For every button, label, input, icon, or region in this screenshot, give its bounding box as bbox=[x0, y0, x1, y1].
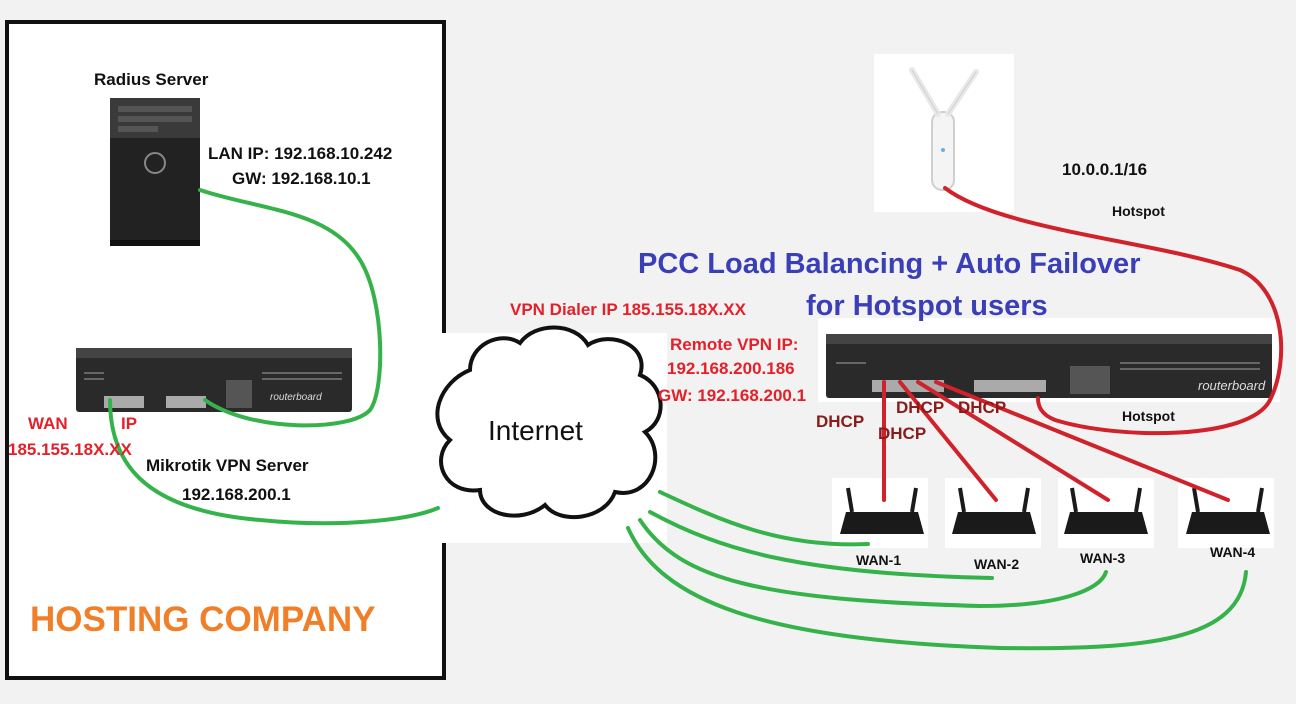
wan-3-label: WAN-3 bbox=[1080, 550, 1126, 566]
hosting-company-label: HOSTING COMPANY bbox=[30, 600, 376, 639]
title-line-1: PCC Load Balancing + Auto Failover bbox=[638, 248, 1141, 280]
gateway-label: GW: 192.168.10.1 bbox=[232, 169, 371, 188]
wan-label: WAN bbox=[28, 414, 68, 433]
wan-router-icons bbox=[840, 487, 1270, 534]
green-links bbox=[108, 188, 1248, 651]
wan-4-label: WAN-4 bbox=[1210, 544, 1256, 560]
vpn-router-brand: routerboard bbox=[270, 392, 322, 403]
dhcp-label-1: DHCP bbox=[816, 412, 865, 431]
lan-ip-label: LAN IP: 192.168.10.242 bbox=[208, 144, 393, 163]
vpn-server-router-icon bbox=[76, 348, 352, 412]
remote-vpn-gateway: GW: 192.168.200.1 bbox=[658, 386, 807, 405]
wan-2-label: WAN-2 bbox=[974, 556, 1020, 572]
wan-ip-label: 185.155.18X.XX bbox=[8, 440, 132, 459]
access-point-icon bbox=[909, 67, 979, 191]
vpn-dialer-ip: VPN Dialer IP 185.155.18X.XX bbox=[510, 300, 746, 319]
red-links bbox=[882, 186, 1284, 502]
internet-label: Internet bbox=[488, 415, 583, 446]
vpn-server-ip: 192.168.200.1 bbox=[182, 485, 291, 504]
dhcp-label-4: DHCP bbox=[958, 398, 1007, 417]
remote-vpn-ip-label: Remote VPN IP: bbox=[670, 335, 799, 354]
remote-vpn-ip: 192.168.200.186 bbox=[667, 359, 795, 378]
radius-server-title: Radius Server bbox=[94, 70, 209, 89]
hotspot-ap-label: Hotspot bbox=[1112, 203, 1165, 219]
radius-server-icon bbox=[110, 98, 200, 246]
core-router-brand: routerboard bbox=[1198, 378, 1266, 393]
internet-cloud-icon bbox=[435, 325, 663, 519]
dhcp-label-2: DHCP bbox=[878, 424, 927, 443]
wan-1-label: WAN-1 bbox=[856, 552, 902, 568]
title-line-2: for Hotspot users bbox=[806, 290, 1048, 322]
ip-label: IP bbox=[121, 414, 138, 433]
hotspot-port-label: Hotspot bbox=[1122, 408, 1175, 424]
dhcp-label-3: DHCP bbox=[896, 398, 945, 417]
hotspot-network: 10.0.0.1/16 bbox=[1062, 160, 1148, 179]
vpn-server-title: Mikrotik VPN Server bbox=[146, 456, 309, 475]
